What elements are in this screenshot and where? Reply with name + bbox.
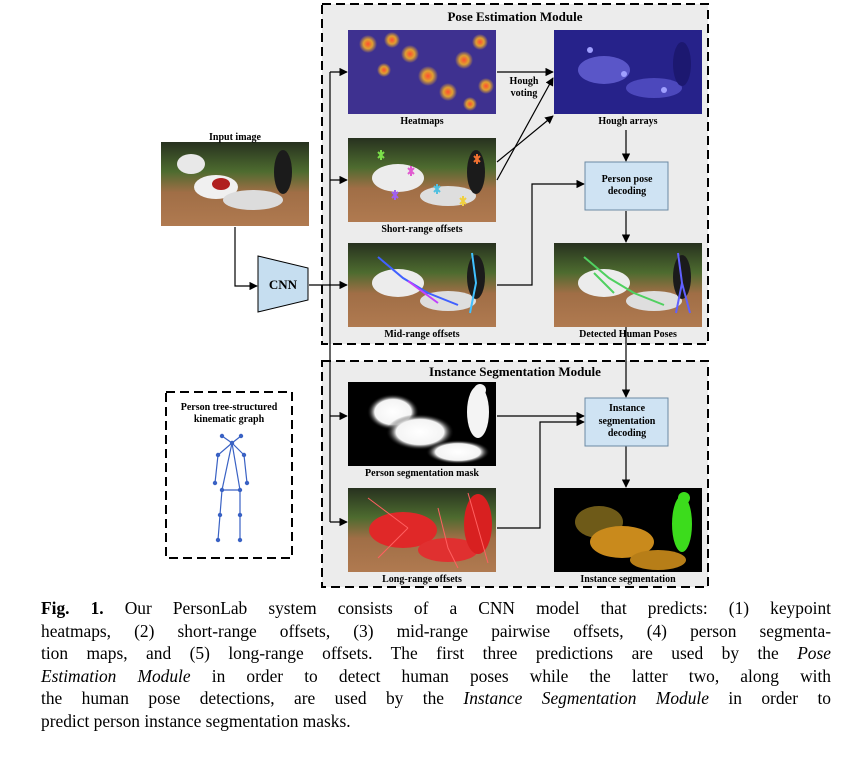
hough-voting-line-2: voting — [510, 88, 538, 99]
hough-arrays-label: Hough arrays — [598, 116, 658, 127]
figure-caption: Fig. 1. Our PersonLab system consists of… — [41, 597, 831, 733]
hough-arrays-image — [554, 30, 702, 114]
instance-segmentation-image — [554, 488, 702, 572]
cnn-block — [257, 255, 309, 313]
detected-poses-image — [554, 243, 702, 327]
caption-line-5-tail: in order to — [708, 688, 831, 709]
caption-line-1: Fig. 1. Our PersonLab system consists of… — [41, 597, 831, 620]
connections — [234, 67, 631, 529]
caption-italic-instance-module: Instance Segmentation Module — [463, 688, 709, 709]
instance-module-title: Instance Segmentation Module — [429, 364, 601, 379]
heatmaps-label: Heatmaps — [400, 116, 444, 127]
kinematic-graph-line-2: kinematic graph — [193, 414, 265, 425]
mid-range-offsets-image — [348, 243, 496, 327]
pose-decoding-line-1: Person pose — [601, 174, 653, 185]
mid-range-offsets-label: Mid-range offsets — [384, 329, 460, 340]
caption-line-2: heatmaps, (2) short-range offsets, (3) m… — [41, 620, 831, 641]
caption-fig-number: Fig. 1. — [41, 598, 104, 618]
pose-decoding-line-2: decoding — [607, 186, 647, 197]
heatmaps-image — [348, 30, 496, 114]
instance-decoding-line-3: decoding — [607, 428, 647, 439]
caption-line-4-text: in order to detect human poses while the… — [190, 665, 831, 686]
pose-decoding-text: Person pose decoding — [585, 174, 669, 198]
caption-line-5: the human pose detections, are used by t… — [41, 687, 831, 710]
kinematic-graph-frame — [165, 391, 293, 559]
kinematic-graph-label: Person tree-structured kinematic graph — [166, 402, 292, 426]
long-range-offsets-image — [348, 488, 496, 572]
instance-segmentation-label: Instance segmentation — [580, 574, 676, 585]
caption-line-1-text: Our PersonLab system consists of a CNN m… — [103, 598, 832, 618]
caption-line-4: Estimation Module in order to detect hum… — [41, 665, 831, 688]
instance-decoding-line-2: segmentation — [598, 415, 656, 427]
kinematic-graph-skeleton — [212, 433, 250, 543]
input-image-label: Input image — [209, 132, 261, 143]
kinematic-graph-line-1: Person tree-structured — [180, 402, 278, 413]
caption-line-3: tion maps, and (5) long-range offsets. T… — [41, 642, 831, 665]
instance-decoding-box — [584, 397, 669, 447]
diagram-canvas — [161, 3, 709, 588]
caption-line-5-text: the human pose detections, are used by t… — [41, 688, 464, 709]
input-image — [161, 142, 309, 226]
short-range-offsets-image — [348, 138, 496, 222]
hough-voting-label: Hough voting — [500, 76, 548, 100]
caption-line-6: predict person instance segmentation mas… — [41, 710, 351, 731]
person-segmentation-mask-image — [348, 382, 496, 466]
person-segmentation-mask-label: Person segmentation mask — [365, 468, 479, 479]
pose-module-title: Pose Estimation Module — [447, 9, 583, 24]
hough-voting-line-1: Hough — [509, 76, 539, 87]
instance-decoding-text: Instance segmentation decoding — [585, 403, 669, 441]
caption-line-3-text: tion maps, and (5) long-range offsets. T… — [41, 643, 798, 664]
pose-decoding-box — [584, 161, 669, 211]
short-range-offsets-label: Short-range offsets — [381, 224, 463, 235]
caption-italic-estimation-module: Estimation Module — [41, 665, 191, 686]
caption-italic-pose: Pose — [797, 643, 831, 664]
cnn-label: CNN — [268, 277, 298, 292]
personlab-diagram: Pose Estimation Module Instance Segmenta… — [161, 3, 709, 588]
long-range-offsets-label: Long-range offsets — [382, 574, 462, 585]
detected-poses-label: Detected Human Poses — [579, 329, 677, 340]
instance-decoding-line-1: Instance — [608, 403, 646, 414]
